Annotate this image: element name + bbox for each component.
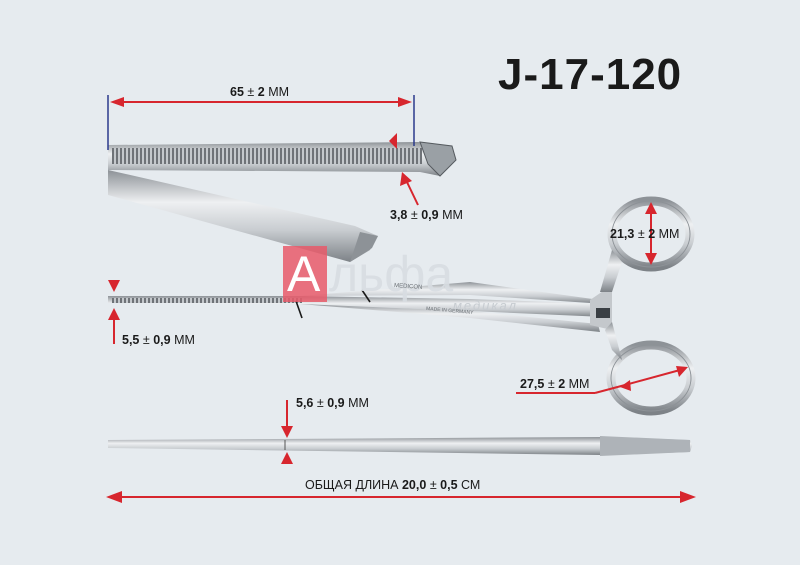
logo-badge xyxy=(283,246,327,302)
logo-subtitle: медикал xyxy=(453,298,518,313)
instrument-side-view xyxy=(108,196,696,416)
ring-width-dimension xyxy=(516,366,688,394)
jaw-detail-upper xyxy=(108,141,457,177)
label-jaw-opening: 5,5 ± 0,9 ММ xyxy=(122,333,195,347)
product-code: J-17-120 xyxy=(498,50,683,99)
label-thickness: 5,6 ± 0,9 ММ xyxy=(296,396,369,410)
tip-width-markers xyxy=(389,133,419,206)
label-ring-width: 27,5 ± 2 ММ xyxy=(520,377,590,391)
logo-wordmark: льфа xyxy=(329,246,454,302)
label-tip-width: 3,8 ± 0,9 ММ xyxy=(390,208,463,222)
thickness-markers xyxy=(281,400,293,464)
overall-length-dimension xyxy=(106,491,696,503)
jaw-opening-markers xyxy=(108,280,120,344)
label-jaw-length: 65 ± 2 ММ xyxy=(230,85,290,99)
label-overall-length: ОБЩАЯ ДЛИНА 20,0 ± 0,5 СМ xyxy=(305,478,481,492)
ring-height-dimension xyxy=(645,202,657,265)
logo-letter: А xyxy=(287,246,321,302)
jaw-detail-lower xyxy=(108,170,378,262)
label-ring-height: 21,3 ± 2 ММ xyxy=(610,227,680,241)
jaw-length-dimension xyxy=(107,95,415,150)
instrument-top-view xyxy=(108,436,692,456)
